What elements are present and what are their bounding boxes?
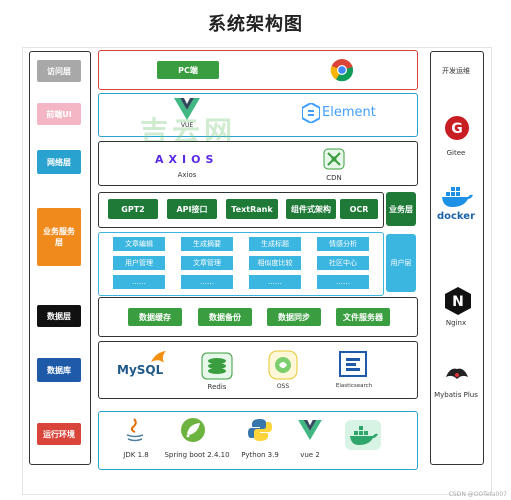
java-icon	[124, 417, 146, 443]
mybatis-icon	[444, 363, 470, 387]
user-cell: 文章编辑	[113, 237, 165, 251]
oss-icon	[268, 350, 298, 380]
layer-access: 访问层	[37, 60, 81, 82]
axios-label: Axios	[177, 171, 197, 179]
layer-database: 数据库	[37, 358, 81, 382]
spring-label: Spring boot 2.4.10	[164, 451, 230, 459]
user-cell: 相似度比较	[249, 256, 301, 270]
user-cell: ……	[249, 275, 301, 289]
service-item-gpt2: GPT2	[108, 199, 158, 219]
user-cell: 情感分析	[317, 237, 369, 251]
service-layer-label: 业务层	[386, 192, 416, 226]
data-item-fileserver: 文件服务器	[336, 308, 390, 326]
mysql-label: MySQL	[117, 363, 164, 377]
nginx-label: Nginx	[445, 319, 467, 327]
svg-text:G: G	[451, 121, 463, 137]
devops-column	[430, 51, 484, 465]
redis-icon	[201, 352, 233, 380]
network-panel	[98, 141, 418, 186]
jdk-label: JDK 1.8	[123, 451, 149, 459]
devops-title: 开发运维	[442, 67, 470, 75]
docker-icon	[440, 185, 474, 209]
vue-icon	[174, 98, 200, 120]
user-cell: 用户管理	[113, 256, 165, 270]
user-cell: 社区中心	[317, 256, 369, 270]
layer-runtime: 运行环境	[37, 423, 81, 445]
user-cell: 生成摘要	[181, 237, 233, 251]
service-item-component: 组件式架构	[286, 199, 336, 219]
chrome-icon	[330, 58, 354, 82]
user-cell: ……	[317, 275, 369, 289]
diagram-frame	[22, 47, 492, 495]
docker-runtime-icon	[345, 420, 381, 450]
user-cell: 文章管理	[181, 256, 233, 270]
layer-frontend: 前端UI	[37, 103, 81, 125]
data-item-backup: 数据备份	[198, 308, 252, 326]
vue-label: VUE	[180, 122, 194, 129]
layer-network: 网络层	[37, 150, 81, 174]
user-cell: 生成标题	[249, 237, 301, 251]
nginx-icon: N	[444, 286, 472, 316]
layer-service: 业务服务层	[37, 208, 81, 266]
cdn-label: CDN	[326, 174, 342, 182]
user-cell: ……	[113, 275, 165, 289]
vue2-label: vue 2	[300, 451, 320, 459]
service-item-api: API接口	[167, 199, 217, 219]
redis-label: Redis	[207, 383, 227, 391]
data-item-cache: 数据缓存	[128, 308, 182, 326]
pc-button: PC端	[157, 61, 219, 79]
mysql-icon	[150, 350, 168, 364]
gitee-label: Gitee	[446, 149, 466, 157]
element-label: Element	[322, 105, 376, 120]
element-icon	[302, 103, 320, 123]
elasticsearch-label: Elasticsearch	[335, 383, 373, 389]
axios-logo: AXIOS	[155, 153, 219, 166]
access-panel	[98, 50, 418, 90]
database-panel	[98, 341, 418, 399]
service-item-ocr: OCR	[340, 199, 378, 219]
page-title: 系统架构图	[208, 14, 303, 35]
cdn-icon	[323, 148, 345, 170]
svg-text:N: N	[452, 294, 464, 310]
user-layer-label: 用户层	[386, 234, 416, 292]
data-item-sync: 数据同步	[267, 308, 321, 326]
service-item-textrank: TextRank	[226, 199, 278, 219]
layer-data: 数据层	[37, 305, 81, 327]
vue2-icon	[298, 420, 322, 440]
mybatis-label: Mybatis Plus	[434, 391, 478, 399]
elasticsearch-icon	[338, 350, 368, 378]
ui-panel	[98, 93, 418, 137]
docker-label: docker	[436, 211, 476, 222]
oss-label: OSS	[276, 383, 290, 390]
user-cell: ……	[181, 275, 233, 289]
python-icon	[248, 418, 272, 442]
spring-icon	[180, 417, 206, 443]
footer-credit: CSDN @OOTeta007	[448, 491, 507, 498]
python-label: Python 3.9	[241, 451, 279, 459]
gitee-icon: G	[444, 115, 470, 141]
